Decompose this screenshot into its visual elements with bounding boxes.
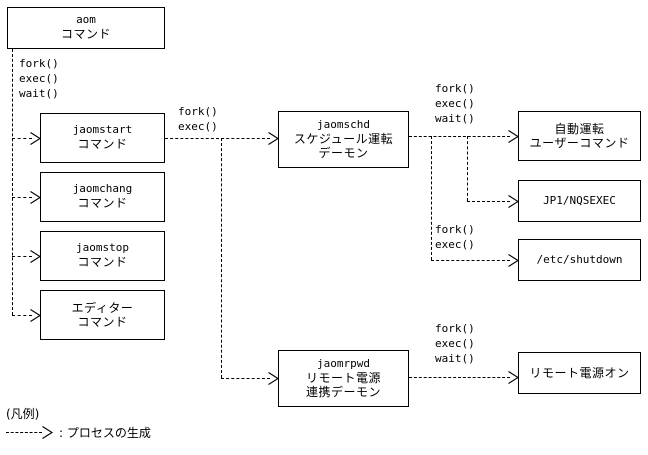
legend-entry-process-creation: : プロセスの生成 xyxy=(6,424,151,441)
connector-jaomstart-to-jaomschd xyxy=(165,138,270,139)
connector-jaomschd-branch-nqsexec-vertical xyxy=(467,136,468,201)
connector-jaomschd-branch-shutdown-vertical xyxy=(431,136,432,260)
box-editor-command-line2: コマンド xyxy=(77,315,128,329)
box-auto-operation-user-command[interactable]: 自動運転 ユーザーコマンド xyxy=(518,111,641,161)
box-jaomrpwd-daemon[interactable]: jaomrpwd リモート電源 連携デーモン xyxy=(278,350,409,407)
label-jaomschd-to-user-calls-line2: exec() xyxy=(435,97,475,110)
box-jp1-nqsexec-line1: JP1/NQSEXEC xyxy=(543,193,616,207)
legend-title: (凡例) xyxy=(6,407,40,421)
box-jaomstop-command[interactable]: jaomstop コマンド xyxy=(40,231,165,281)
connector-jaomschd-to-auto-user-command xyxy=(409,136,510,137)
box-jaomschd-daemon-line1: jaomschd xyxy=(317,117,370,131)
box-jaomrpwd-daemon-line3: 連携デーモン xyxy=(305,384,381,399)
label-aom-calls: fork() exec() wait() xyxy=(19,56,59,101)
label-aom-calls-line1: fork() xyxy=(19,57,59,70)
box-auto-operation-user-command-line2: ユーザーコマンド xyxy=(529,136,630,150)
connector-jaomstart-branch-vertical xyxy=(221,138,222,378)
connector-aom-to-editor xyxy=(12,315,32,316)
label-jaomrpwd-calls-line2: exec() xyxy=(435,337,475,350)
box-etc-shutdown-line1: /etc/shutdown xyxy=(536,252,623,266)
connector-aom-trunk-vertical xyxy=(12,49,13,315)
label-jaomschd-to-user-calls-line1: fork() xyxy=(435,82,475,95)
legend-arrowhead-icon xyxy=(42,425,54,439)
box-etc-shutdown[interactable]: /etc/shutdown xyxy=(518,239,641,281)
box-auto-operation-user-command-line1: 自動運転 xyxy=(554,121,605,136)
label-jaomrpwd-calls: fork() exec() wait() xyxy=(435,321,475,366)
label-jaomstart-calls-line2: exec() xyxy=(178,120,218,133)
box-aom-command-line1: aom xyxy=(76,13,96,27)
box-jaomstart-command-line2: コマンド xyxy=(77,137,128,152)
legend-entry-label: : プロセスの生成 xyxy=(59,426,151,440)
box-jaomschd-daemon-line2: スケジュール運転 xyxy=(293,131,394,146)
connector-jaomrpwd-to-remote-power-on xyxy=(409,377,510,378)
box-jaomschd-daemon-line3: デーモン xyxy=(318,145,369,160)
connector-branch-to-jp1-nqsexec xyxy=(467,201,510,202)
box-jaomstart-command-line1: jaomstart xyxy=(72,123,133,137)
box-jaomrpwd-daemon-line2: リモート電源 xyxy=(305,370,381,385)
label-jaomstart-calls: fork() exec() xyxy=(178,104,218,134)
box-jaomstop-command-line2: コマンド xyxy=(77,255,128,270)
box-aom-command[interactable]: aom コマンド xyxy=(7,7,165,49)
box-aom-command-line2: コマンド xyxy=(60,27,111,42)
label-aom-calls-line3: wait() xyxy=(19,87,59,100)
connector-aom-to-jaomchang xyxy=(12,197,32,198)
box-jaomchang-command-line2: コマンド xyxy=(77,196,128,211)
box-jaomchang-command[interactable]: jaomchang コマンド xyxy=(40,172,165,222)
label-jaomschd-to-user-calls: fork() exec() wait() xyxy=(435,81,475,126)
legend-dashed-line-sample xyxy=(6,432,42,433)
label-jaomschd-to-shutdown-calls: fork() exec() xyxy=(435,222,475,252)
label-jaomschd-to-shutdown-calls-line1: fork() xyxy=(435,223,475,236)
connector-branch-to-jaomrpwd xyxy=(221,378,270,379)
label-jaomschd-to-user-calls-line3: wait() xyxy=(435,112,475,125)
box-remote-power-on[interactable]: リモート電源オン xyxy=(518,352,641,394)
box-jaomrpwd-daemon-line1: jaomrpwd xyxy=(317,356,370,370)
label-jaomstart-calls-line1: fork() xyxy=(178,105,218,118)
box-editor-command[interactable]: エディター コマンド xyxy=(40,290,165,340)
label-jaomschd-to-shutdown-calls-line2: exec() xyxy=(435,238,475,251)
connector-aom-to-jaomstart xyxy=(12,138,32,139)
label-aom-calls-line2: exec() xyxy=(19,72,59,85)
box-jp1-nqsexec[interactable]: JP1/NQSEXEC xyxy=(518,180,641,222)
box-editor-command-line1: エディター xyxy=(71,300,134,315)
box-remote-power-on-line1: リモート電源オン xyxy=(529,365,630,380)
label-jaomrpwd-calls-line1: fork() xyxy=(435,322,475,335)
box-jaomstart-command[interactable]: jaomstart コマンド xyxy=(40,113,165,163)
label-jaomrpwd-calls-line3: wait() xyxy=(435,352,475,365)
box-jaomchang-command-line1: jaomchang xyxy=(72,182,133,196)
box-jaomschd-daemon[interactable]: jaomschd スケジュール運転 デーモン xyxy=(278,111,409,168)
connector-branch-to-etc-shutdown xyxy=(431,260,510,261)
box-jaomstop-command-line1: jaomstop xyxy=(76,241,129,255)
connector-aom-to-jaomstop xyxy=(12,256,32,257)
